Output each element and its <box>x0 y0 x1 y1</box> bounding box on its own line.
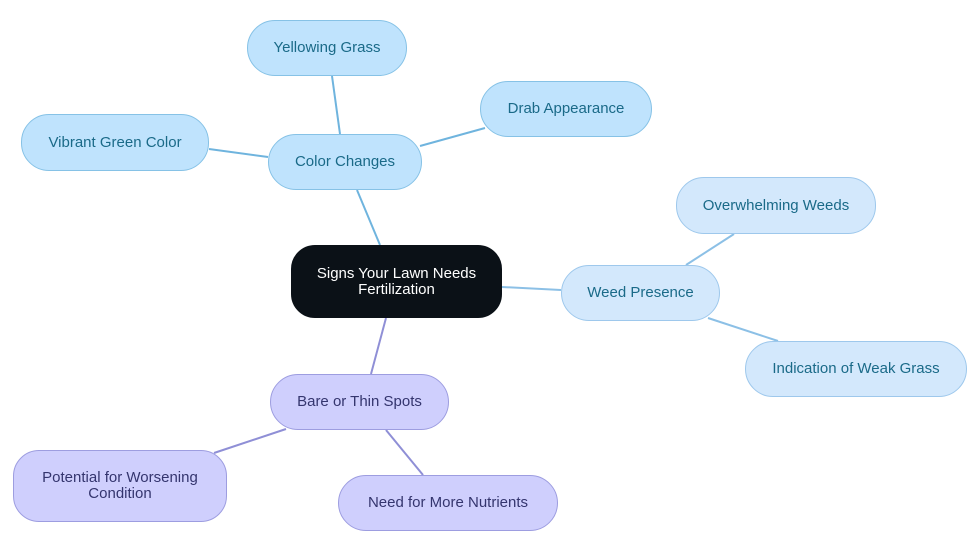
edge-weed-presence-overwhelming-weeds <box>685 233 735 266</box>
edge-root-color-changes <box>356 189 381 246</box>
root-label-line1: Signs Your Lawn Needs <box>316 264 477 282</box>
node-vibrant-green-color[interactable]: Vibrant Green Color <box>21 114 209 171</box>
node-color-changes-label: Color Changes <box>294 153 396 170</box>
node-drab-appearance[interactable]: Drab Appearance <box>480 81 652 137</box>
node-color-changes[interactable]: Color Changes <box>268 134 422 190</box>
node-yellowing-grass[interactable]: Yellowing Grass <box>247 20 407 76</box>
root-label-line2: Fertilization <box>358 280 435 298</box>
edge-color-changes-yellowing-grass <box>331 75 341 135</box>
edge-bare-spots-worsening <box>213 428 287 454</box>
node-weed-presence[interactable]: Weed Presence <box>561 265 720 321</box>
node-indication-weak-grass-label: Indication of Weak Grass <box>772 360 940 377</box>
node-need-more-nutrients[interactable]: Need for More Nutrients <box>338 475 558 531</box>
node-vibrant-green-color-label: Vibrant Green Color <box>48 133 182 151</box>
root-node[interactable]: Signs Your Lawn Needs Fertilization <box>291 245 502 318</box>
node-yellowing-grass-label: Yellowing Grass <box>273 39 381 56</box>
edge-root-bare-spots <box>370 317 387 375</box>
node-need-more-nutrients-label: Need for More Nutrients <box>367 494 529 511</box>
edge-bare-spots-nutrients <box>385 429 424 476</box>
node-potential-worsening-line2: Condition <box>88 485 152 502</box>
node-overwhelming-weeds-label: Overwhelming Weeds <box>702 196 850 214</box>
node-bare-thin-spots-label: Bare or Thin Spots <box>297 393 422 410</box>
edge-color-changes-vibrant-green <box>208 148 269 158</box>
node-weed-presence-label: Weed Presence <box>587 284 694 301</box>
edge-color-changes-drab-appearance <box>419 127 486 147</box>
node-bare-thin-spots[interactable]: Bare or Thin Spots <box>270 374 449 430</box>
node-potential-worsening[interactable]: Potential for Worsening Condition <box>13 450 227 522</box>
node-indication-weak-grass[interactable]: Indication of Weak Grass <box>745 341 967 397</box>
node-drab-appearance-label: Drab Appearance <box>507 100 625 117</box>
edge-weed-presence-weak-grass <box>707 317 779 342</box>
edge-root-weed-presence <box>501 286 562 291</box>
node-overwhelming-weeds[interactable]: Overwhelming Weeds <box>676 177 876 234</box>
node-potential-worsening-line1: Potential for Worsening <box>42 469 198 486</box>
